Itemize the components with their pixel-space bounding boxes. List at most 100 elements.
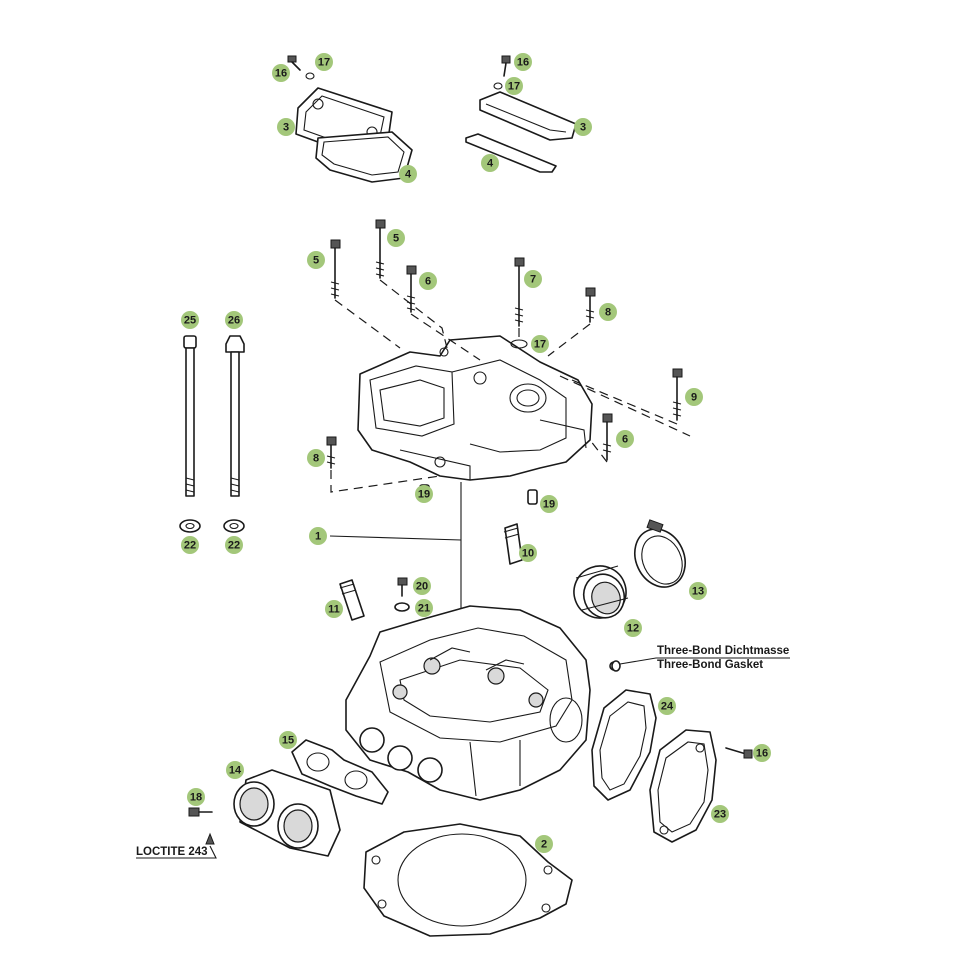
callout-16: 16 — [514, 53, 532, 71]
bolt-8-top — [585, 287, 596, 323]
callout-circle — [387, 229, 405, 247]
callout-number: 13 — [692, 586, 704, 598]
callout-number: 23 — [714, 809, 726, 821]
callout-2: 2 — [535, 835, 553, 853]
intake-flange-12 — [573, 565, 629, 619]
callout-circle — [419, 272, 437, 290]
valve-guide-11 — [339, 579, 365, 621]
callout-number: 3 — [283, 122, 289, 134]
callout-circle — [279, 731, 297, 749]
callout-circle — [514, 53, 532, 71]
callout-number: 14 — [229, 765, 242, 777]
callout-19: 19 — [540, 495, 558, 513]
sealant-leader — [619, 657, 790, 665]
callout-circle — [315, 53, 333, 71]
callout-17: 17 — [505, 77, 523, 95]
bolt-16-cover — [725, 747, 753, 759]
callout-number: 4 — [405, 169, 412, 181]
callout-number: 4 — [487, 158, 494, 170]
callout-number: 10 — [522, 548, 534, 560]
callout-9: 9 — [685, 388, 703, 406]
camshaft-carrier — [357, 335, 593, 481]
callout-circle — [307, 449, 325, 467]
callout-16: 16 — [753, 744, 771, 762]
callout-circle — [535, 835, 553, 853]
callout-number: 7 — [530, 274, 536, 286]
note-sealant-de: Three-Bond Dichtmasse — [657, 645, 789, 657]
callout-circle — [599, 303, 617, 321]
callout-8: 8 — [307, 449, 325, 467]
callout-number: 15 — [282, 735, 294, 747]
callout-circle — [524, 270, 542, 288]
callout-number: 19 — [418, 489, 430, 501]
callout-circle — [225, 311, 243, 329]
callout-circle — [226, 761, 244, 779]
washer-22-left — [179, 519, 201, 533]
valve-cover-left-assembly — [287, 55, 413, 183]
callout-23: 23 — [711, 805, 729, 823]
callout-25: 25 — [181, 311, 199, 329]
callout-number: 5 — [313, 255, 319, 267]
sealant-point-icon — [611, 660, 621, 672]
dowel-19-right — [527, 489, 538, 505]
callout-4: 4 — [399, 165, 417, 183]
callout-17: 17 — [315, 53, 333, 71]
callout-number: 5 — [393, 233, 399, 245]
callout-18: 18 — [187, 788, 205, 806]
callout-4: 4 — [481, 154, 499, 172]
exhaust-flange-14 — [233, 769, 341, 857]
callout-circle — [624, 619, 642, 637]
callout-circle — [753, 744, 771, 762]
callout-number: 11 — [328, 604, 340, 616]
callout-number: 12 — [627, 623, 639, 635]
callout-number: 16 — [275, 68, 287, 80]
note-sealant-en: Three-Bond Gasket — [657, 659, 763, 671]
callout-circle — [531, 335, 549, 353]
bolt-6-right — [602, 413, 613, 461]
callout-circle — [399, 165, 417, 183]
head-gasket-2 — [363, 823, 573, 937]
callout-5: 5 — [307, 251, 325, 269]
callout-6: 6 — [419, 272, 437, 290]
callout-19: 19 — [415, 485, 433, 503]
gasket-24 — [591, 689, 657, 801]
callout-circle — [685, 388, 703, 406]
callout-22: 22 — [225, 536, 243, 554]
loctite-leader — [136, 845, 217, 859]
stud-26 — [225, 335, 245, 497]
callout-circle — [413, 577, 431, 595]
bolt-icon — [287, 55, 301, 71]
callout-number: 18 — [190, 792, 202, 804]
bolt-9 — [672, 368, 683, 421]
callout-circle — [309, 527, 327, 545]
callout-number: 9 — [691, 392, 697, 404]
exhaust-gasket-15 — [291, 739, 389, 805]
callout-11: 11 — [325, 600, 343, 618]
callout-6: 6 — [616, 430, 634, 448]
callout-number: 19 — [543, 499, 555, 511]
callout-circle — [481, 154, 499, 172]
callout-circle — [574, 118, 592, 136]
callout-15: 15 — [279, 731, 297, 749]
callout-17: 17 — [531, 335, 549, 353]
callout-circle — [307, 251, 325, 269]
washer-17-icon — [510, 339, 528, 349]
callout-14: 14 — [226, 761, 244, 779]
callout-number: 21 — [418, 603, 430, 615]
callout-number: 24 — [661, 701, 674, 713]
hose-clamp-13 — [634, 519, 686, 588]
callout-circle — [689, 582, 707, 600]
callout-circle — [325, 600, 343, 618]
callout-number: 16 — [756, 748, 768, 760]
bolt-7 — [514, 257, 525, 327]
callout-number: 8 — [605, 307, 611, 319]
callout-circle — [277, 118, 295, 136]
callout-26: 26 — [225, 311, 243, 329]
callout-10: 10 — [519, 544, 537, 562]
callout-circle — [658, 697, 676, 715]
bolt-6-top — [406, 265, 417, 313]
callout-24: 24 — [658, 697, 676, 715]
callout-circle — [415, 599, 433, 617]
